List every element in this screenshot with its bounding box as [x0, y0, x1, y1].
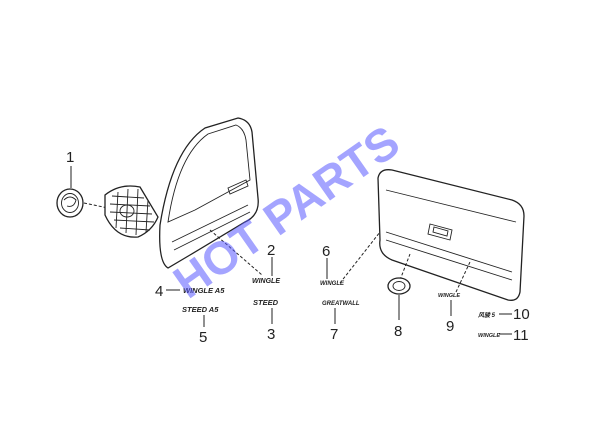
callout-8: 8: [394, 323, 402, 340]
item-11-emblem: WINGLE: [478, 333, 500, 339]
front-door-part: [159, 117, 259, 269]
callout-9: 9: [446, 318, 454, 335]
round-badge-part: [56, 188, 84, 218]
wingle-door-emblem: WINGLE: [252, 278, 280, 285]
leader-6-dash: [339, 231, 381, 284]
steed-a5-emblem: STEED A5: [182, 305, 219, 314]
tailgate-emblem-6: WINGLE: [320, 281, 345, 287]
tailgate-emblem-9: WINGLE: [438, 293, 460, 299]
callout-7: 7: [330, 326, 338, 343]
wingle-a5-emblem: WINGLE A5: [183, 286, 225, 295]
steed-emblem: STEED: [253, 298, 279, 307]
front-grille-part: [104, 185, 159, 238]
callout-10: 10: [513, 306, 530, 323]
leader-9-dash: [455, 261, 471, 293]
callout-1: 1: [66, 149, 74, 166]
callout-5: 5: [199, 329, 207, 346]
callout-11: 11: [513, 327, 529, 344]
callout-4: 4: [155, 283, 163, 300]
leader-door-dash: [209, 229, 263, 276]
leader-1-dash: [83, 202, 109, 209]
callout-2: 2: [267, 242, 275, 259]
callout-3: 3: [267, 326, 275, 343]
item-10-emblem: 风骏 5: [477, 311, 496, 319]
callout-6: 6: [322, 243, 330, 260]
greatwall-emblem: GREATWALL: [322, 301, 360, 307]
tailgate-part: [377, 169, 525, 301]
oval-badge-part: [387, 277, 411, 295]
